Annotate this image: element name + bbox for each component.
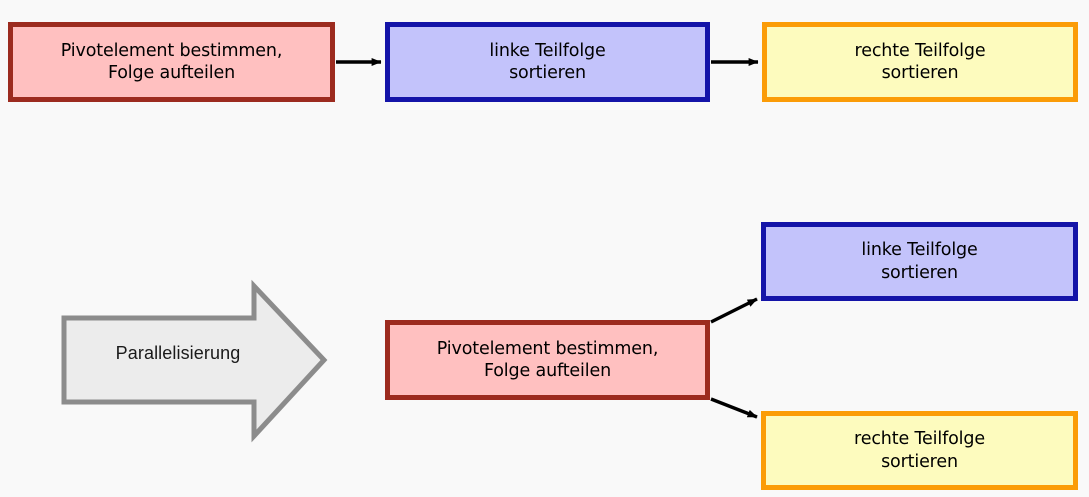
node-label-line: sortieren xyxy=(881,262,958,283)
node-label-line: rechte Teilfolge xyxy=(854,40,986,61)
parallelisierung-arrow-shape xyxy=(61,279,328,443)
node-label-line: Folge aufteilen xyxy=(107,63,236,83)
node-label-line: rechte Teilfolge xyxy=(854,429,985,450)
node-label-line: linke Teilfolge xyxy=(861,240,978,261)
node-parallel-right-sublist[interactable]: rechte Teilfolge sortieren xyxy=(761,411,1078,490)
node-label-line: Folge aufteilen xyxy=(483,361,612,381)
node-sequential-right-sublist[interactable]: rechte Teilfolge sortieren xyxy=(762,22,1078,102)
node-sequential-left-sublist[interactable]: linke Teilfolge sortieren xyxy=(385,22,710,102)
node-parallel-pivot[interactable]: Pivotelement bestimmen, Folge aufteilen xyxy=(385,320,710,400)
node-sequential-pivot[interactable]: Pivotelement bestimmen, Folge aufteilen xyxy=(8,22,335,102)
node-label-line: sortieren xyxy=(881,63,959,83)
node-label-line: sortieren xyxy=(881,451,958,472)
connector-bottom-pivot-to-bottom-right xyxy=(710,397,758,419)
connector-bottom-pivot-to-bottom-left xyxy=(710,297,758,324)
parallelisierung-arrow-label: Parallelisierung xyxy=(115,343,241,363)
node-parallel-left-sublist[interactable]: linke Teilfolge sortieren xyxy=(761,222,1078,301)
node-label-line: sortieren xyxy=(509,63,586,83)
node-label-line: Pivotelement bestimmen, xyxy=(60,40,283,61)
node-label-line: linke Teilfolge xyxy=(489,40,606,61)
node-label-line: Pivotelement bestimmen, xyxy=(436,338,659,359)
